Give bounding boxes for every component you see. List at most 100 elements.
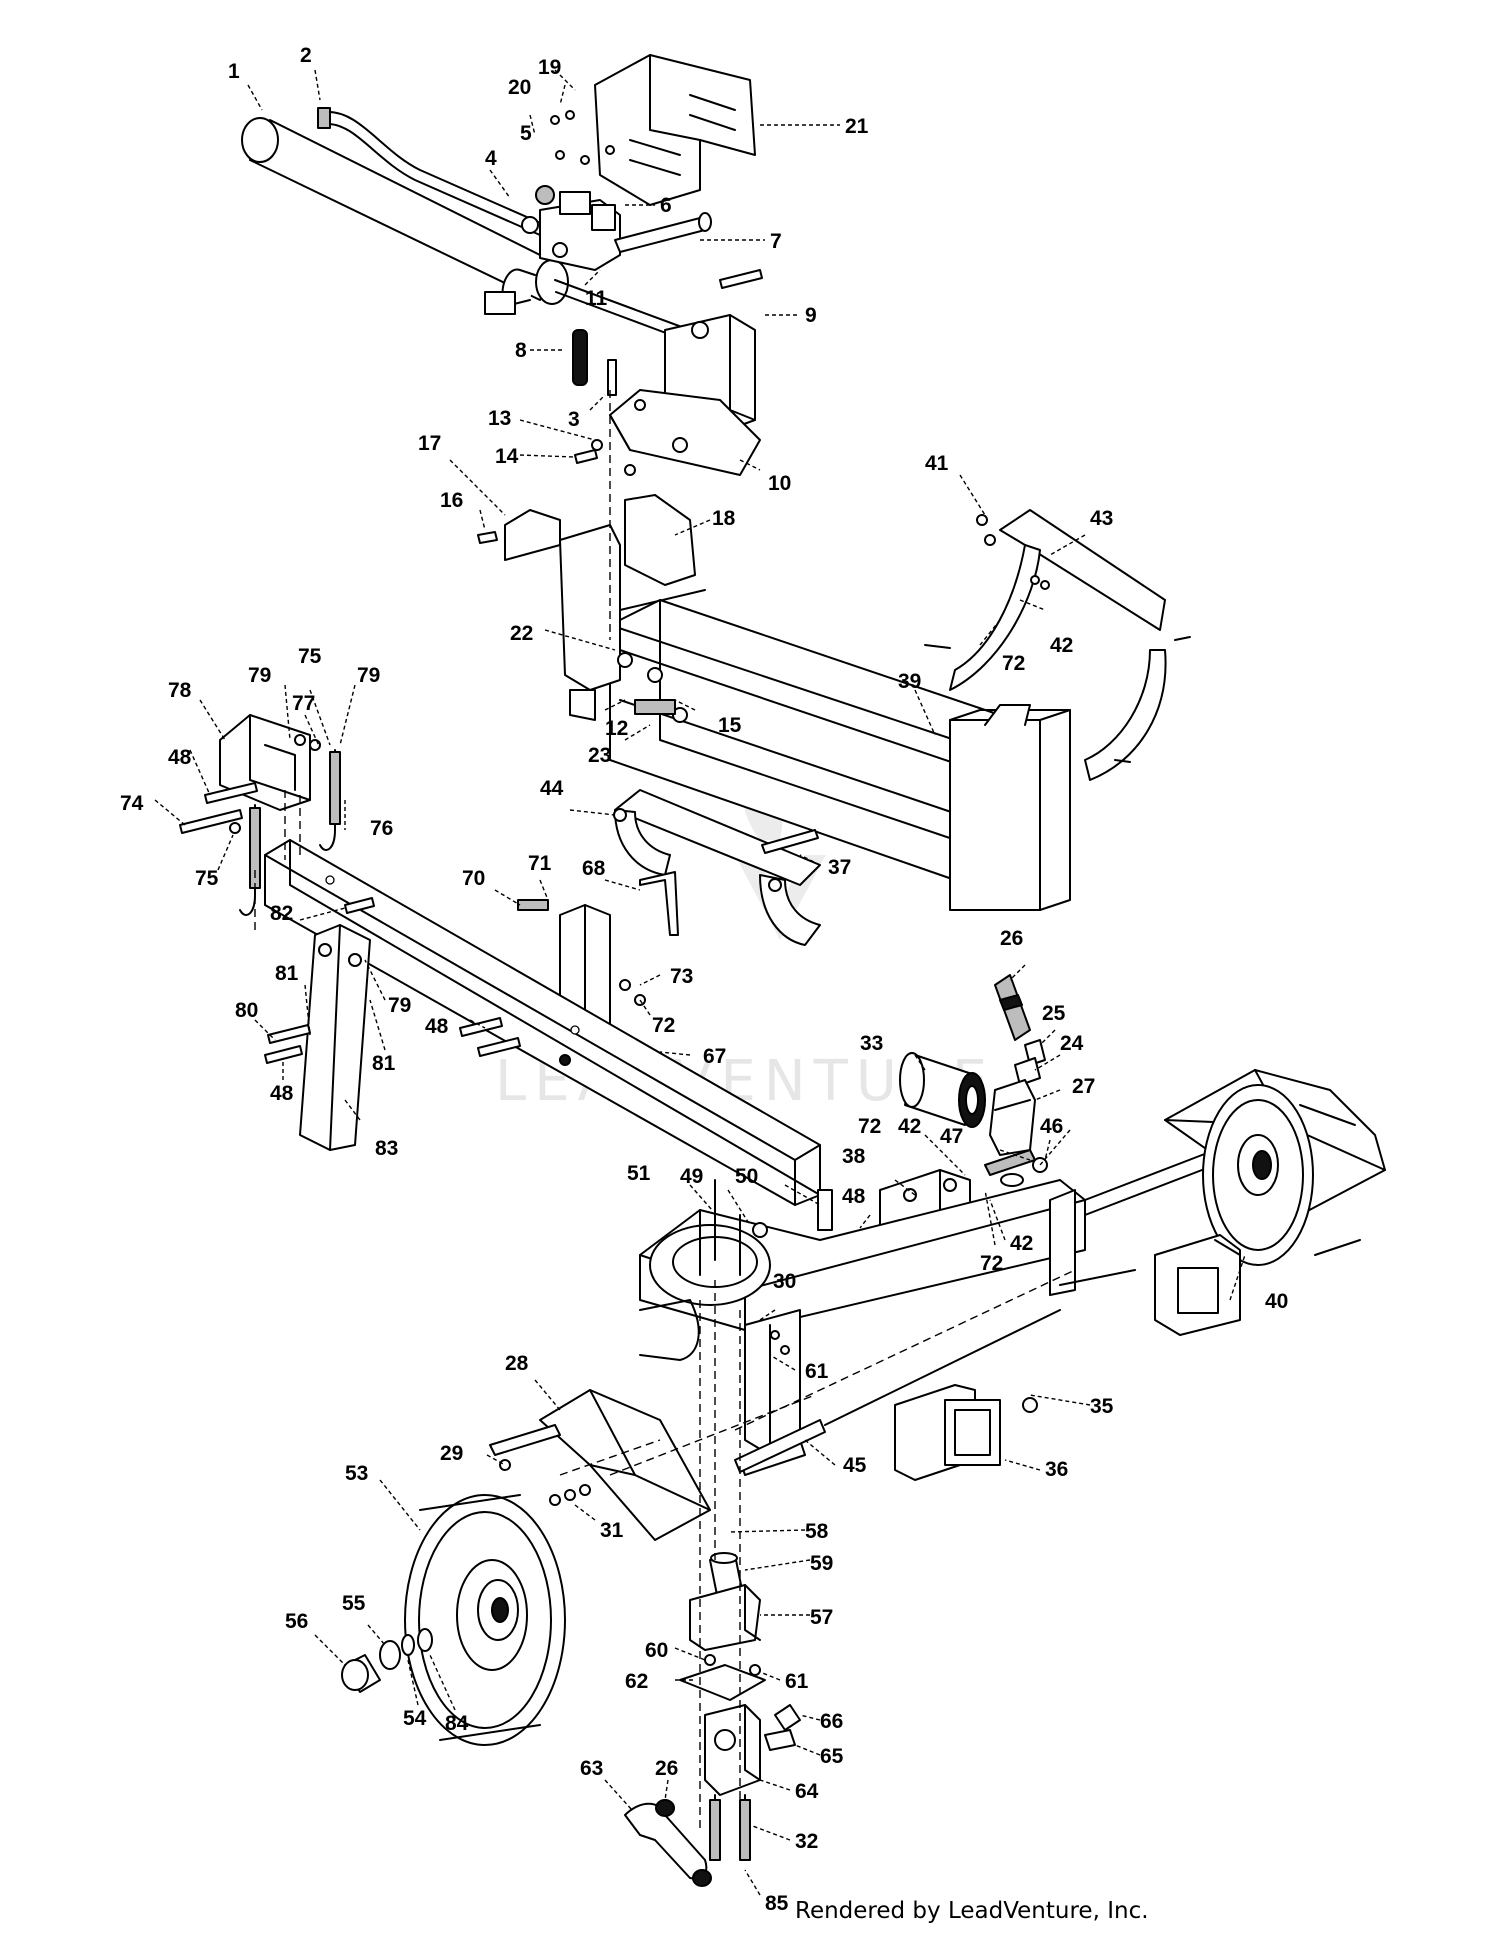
callout-60: 60 bbox=[645, 1639, 668, 1662]
callout-35: 35 bbox=[1090, 1395, 1114, 1418]
fitting-24 bbox=[1014, 1057, 1041, 1086]
callout-71: 71 bbox=[528, 852, 552, 875]
callout-32: 32 bbox=[795, 1830, 818, 1853]
spindle bbox=[734, 1419, 826, 1473]
frame-loop bbox=[639, 1299, 700, 1361]
callout-84: 84 bbox=[445, 1712, 469, 1735]
spring bbox=[572, 329, 588, 386]
callout-58: 58 bbox=[805, 1520, 829, 1543]
callout-75-b: 75 bbox=[195, 867, 219, 890]
callout-49: 49 bbox=[680, 1165, 703, 1188]
valve-handle bbox=[614, 212, 712, 253]
callout-47: 47 bbox=[940, 1125, 963, 1148]
callout-41: 41 bbox=[925, 452, 949, 475]
callout-45: 45 bbox=[843, 1454, 867, 1477]
bolt-48-b bbox=[264, 1045, 303, 1064]
callout-79-b: 79 bbox=[357, 664, 380, 687]
callout-23: 23 bbox=[588, 744, 611, 767]
callout-56: 56 bbox=[285, 1610, 308, 1633]
callout-59: 59 bbox=[810, 1552, 833, 1575]
callout-43: 43 bbox=[1090, 507, 1113, 530]
callout-33: 33 bbox=[860, 1032, 883, 1055]
callout-26: 26 bbox=[1000, 927, 1023, 950]
callout-75: 75 bbox=[298, 645, 322, 668]
callout-80: 80 bbox=[235, 999, 258, 1022]
callout-53: 53 bbox=[345, 1462, 368, 1485]
push-plate bbox=[559, 494, 706, 723]
pin-50 bbox=[817, 1189, 833, 1231]
callout-48-b: 48 bbox=[270, 1082, 294, 1105]
bolt-9 bbox=[719, 269, 763, 289]
coupler-46 bbox=[1032, 1157, 1048, 1173]
callout-8: 8 bbox=[515, 339, 527, 362]
callout-85: 85 bbox=[765, 1892, 789, 1915]
oil-filter bbox=[899, 1052, 986, 1128]
callout-77: 77 bbox=[292, 692, 315, 715]
hydraulic-cylinder bbox=[241, 117, 691, 343]
callout-63: 63 bbox=[580, 1757, 603, 1780]
callout-labels: 1 2 19 20 21 5 4 6 7 11 9 8 3 13 14 10 1… bbox=[120, 44, 1288, 1915]
callout-82: 82 bbox=[270, 902, 293, 925]
callout-28: 28 bbox=[505, 1352, 529, 1375]
callout-44: 44 bbox=[540, 777, 564, 800]
callout-9: 9 bbox=[805, 304, 817, 327]
nut-49 bbox=[752, 1222, 768, 1238]
nut-75 bbox=[229, 822, 241, 834]
callout-72: 72 bbox=[1002, 652, 1025, 675]
callout-61: 61 bbox=[805, 1360, 829, 1383]
rendered-by-footer: Rendered by LeadVenture, Inc. bbox=[795, 1898, 1149, 1924]
axle-line-2 bbox=[1059, 1269, 1136, 1286]
valve-bracket bbox=[550, 54, 756, 206]
washer-13 bbox=[591, 439, 603, 451]
tail-light-35 bbox=[894, 1384, 1038, 1481]
callout-42: 42 bbox=[1050, 634, 1073, 657]
callout-39: 39 bbox=[898, 670, 921, 693]
callout-2: 2 bbox=[300, 44, 312, 67]
callout-14: 14 bbox=[495, 445, 519, 468]
callout-4: 4 bbox=[485, 147, 497, 170]
callout-78: 78 bbox=[168, 679, 192, 702]
bolt-48-c bbox=[459, 1017, 503, 1037]
callout-31: 31 bbox=[600, 1519, 624, 1542]
callout-79: 79 bbox=[248, 664, 271, 687]
control-valve bbox=[521, 185, 621, 271]
bolt-16 bbox=[477, 531, 498, 544]
callout-64: 64 bbox=[795, 1780, 819, 1803]
callout-51: 51 bbox=[627, 1162, 651, 1185]
callout-76: 76 bbox=[370, 817, 393, 840]
callout-81: 81 bbox=[275, 962, 299, 985]
bolt-29 bbox=[499, 1459, 511, 1471]
callout-48-d: 48 bbox=[842, 1185, 866, 1208]
callout-17: 17 bbox=[418, 432, 441, 455]
callout-79-c: 79 bbox=[388, 994, 411, 1017]
jack-stand bbox=[299, 897, 375, 1151]
callout-48-c: 48 bbox=[425, 1015, 449, 1038]
hydraulic-tube bbox=[317, 107, 546, 236]
callout-1: 1 bbox=[228, 60, 240, 83]
callout-62: 62 bbox=[625, 1670, 648, 1693]
callout-74: 74 bbox=[120, 792, 144, 815]
callout-55: 55 bbox=[342, 1592, 366, 1615]
callout-57: 57 bbox=[810, 1606, 833, 1629]
callout-36: 36 bbox=[1045, 1458, 1068, 1481]
left-wheel bbox=[404, 1494, 566, 1746]
pin-37 bbox=[761, 829, 819, 854]
hub-parts bbox=[341, 1628, 433, 1693]
callout-19: 19 bbox=[538, 56, 561, 79]
callout-12: 12 bbox=[605, 717, 628, 740]
splitting-wedge bbox=[609, 314, 761, 476]
callout-15: 15 bbox=[718, 714, 742, 737]
tongue-tube bbox=[264, 839, 821, 1206]
callout-27: 27 bbox=[1072, 1075, 1095, 1098]
callout-22: 22 bbox=[510, 622, 533, 645]
hose-26 bbox=[994, 974, 1031, 1041]
callout-10: 10 bbox=[768, 472, 791, 495]
callout-21: 21 bbox=[845, 115, 869, 138]
callout-48: 48 bbox=[168, 746, 192, 769]
callout-6: 6 bbox=[660, 194, 672, 217]
support-bracket bbox=[517, 899, 646, 1031]
bolt-14 bbox=[574, 449, 598, 464]
callout-42-c: 42 bbox=[1010, 1232, 1033, 1255]
